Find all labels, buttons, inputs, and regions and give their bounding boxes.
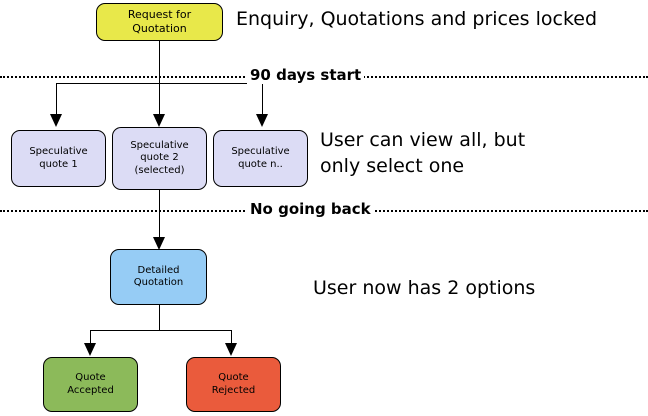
node-speculative-quote-2[interactable]: Speculative quote 2 (selected) — [112, 127, 207, 190]
connector-outcome-bar — [90, 330, 232, 331]
node-speculative-quote-n[interactable]: Speculative quote n.. — [213, 130, 308, 187]
node-quote-accepted[interactable]: Quote Accepted — [43, 357, 138, 412]
connector-detailed-stem — [159, 305, 160, 331]
separator-label-no-going-back: No going back — [247, 200, 374, 218]
arrowhead-speculative-n — [256, 114, 268, 127]
node-quote-rejected[interactable]: Quote Rejected — [186, 357, 281, 412]
annotation-stage-3: User now has 2 options — [313, 277, 536, 299]
annotation-stage-1: Enquiry, Quotations and prices locked — [236, 8, 598, 30]
connector-branch-right — [262, 83, 263, 116]
connector-branch-accepted — [90, 330, 91, 354]
connector-branch-left — [56, 83, 57, 116]
connector-rfq-stem — [159, 41, 160, 83]
connector-branch-rejected — [231, 330, 232, 354]
arrowhead-quote-accepted — [84, 343, 96, 356]
arrowhead-detailed-quotation — [153, 237, 165, 250]
annotation-stage-2: User can view all, but only select one — [320, 129, 526, 177]
separator-label-90-days: 90 days start — [247, 66, 365, 84]
arrowhead-quote-rejected — [225, 343, 237, 356]
node-speculative-quote-1[interactable]: Speculative quote 1 — [11, 130, 106, 187]
node-detailed-quotation[interactable]: Detailed Quotation — [110, 249, 207, 305]
connector-selected-to-detailed — [159, 190, 160, 246]
arrowhead-speculative-2 — [153, 114, 165, 127]
arrowhead-speculative-1 — [50, 114, 62, 127]
connector-branch-centre — [159, 83, 160, 116]
node-request-for-quotation[interactable]: Request for Quotation — [96, 3, 223, 41]
